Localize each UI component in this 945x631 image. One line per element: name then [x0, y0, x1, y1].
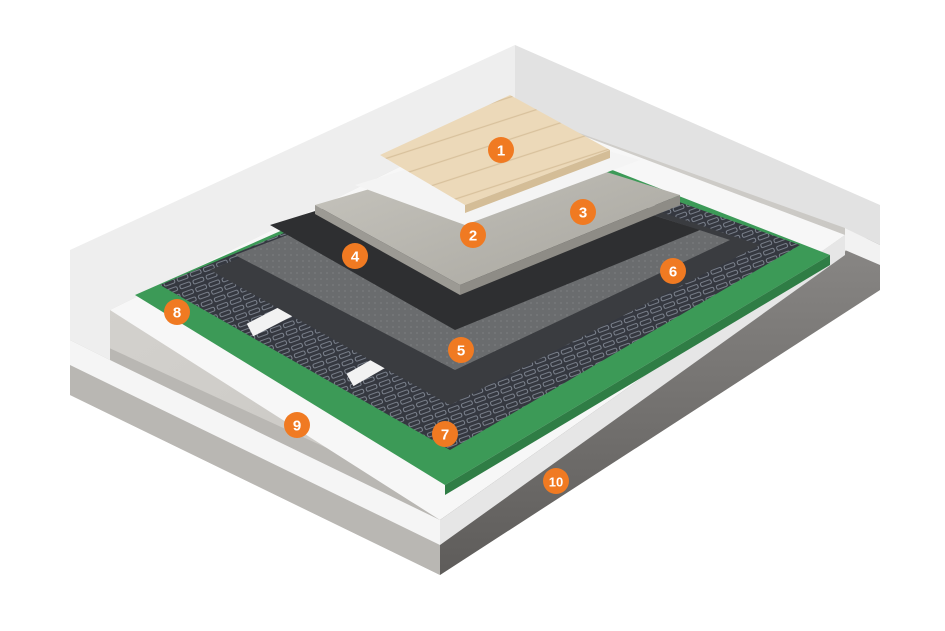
marker-label: 6: [669, 264, 677, 281]
marker-3: 3: [570, 199, 596, 225]
marker-label: 2: [469, 228, 477, 245]
marker-label: 4: [351, 249, 360, 266]
marker-circle: [448, 337, 474, 363]
marker-circle: [488, 137, 514, 163]
marker-circle: [543, 468, 569, 494]
marker-9: 9: [284, 412, 310, 438]
marker-circle: [342, 243, 368, 269]
marker-label: 1: [497, 143, 505, 160]
marker-8: 8: [164, 299, 190, 325]
marker-4: 4: [342, 243, 368, 269]
marker-label: 9: [293, 418, 301, 435]
marker-10: 10: [543, 468, 569, 494]
marker-7: 7: [432, 421, 458, 447]
marker-label: 5: [457, 343, 465, 360]
layer-markers: 1 2 3 4 5 6 7 8 9 10: [164, 137, 686, 494]
marker-label: 10: [549, 475, 563, 490]
marker-circle: [284, 412, 310, 438]
marker-label: 8: [173, 305, 181, 322]
marker-label: 3: [579, 205, 587, 222]
marker-circle: [660, 258, 686, 284]
perimeter-walls: [70, 45, 880, 545]
marker-6: 6: [660, 258, 686, 284]
marker-circle: [164, 299, 190, 325]
marker-5: 5: [448, 337, 474, 363]
marker-label: 7: [441, 427, 449, 444]
marker-circle: [570, 199, 596, 225]
marker-circle: [460, 222, 486, 248]
marker-2: 2: [460, 222, 486, 248]
marker-circle: [432, 421, 458, 447]
marker-1: 1: [488, 137, 514, 163]
